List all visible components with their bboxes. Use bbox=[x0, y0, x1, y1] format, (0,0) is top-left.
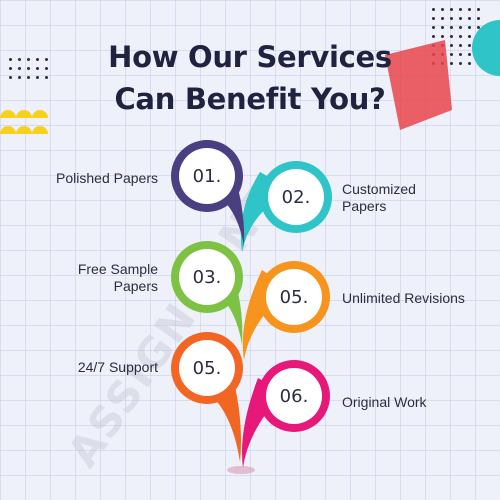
pin-number-06: 06. bbox=[280, 386, 309, 407]
teal-circle-decor bbox=[472, 20, 500, 76]
label-original-work: Original Work bbox=[342, 394, 427, 410]
label-unlimited-revisions: Unlimited Revisions bbox=[342, 290, 465, 306]
pin-number-05: 05. bbox=[193, 358, 222, 379]
page-title: How Our Services Can Benefit You? bbox=[0, 36, 500, 120]
pin-03 bbox=[171, 241, 243, 313]
label-24-7-support: 24/7 Support bbox=[77, 359, 158, 375]
pin-number-02: 02. bbox=[282, 187, 311, 208]
stem-shadow bbox=[227, 466, 255, 474]
pin-01 bbox=[171, 140, 243, 212]
dot-pattern-top-left bbox=[9, 58, 48, 79]
label-customized-papers: Customized Papers bbox=[342, 181, 416, 214]
label-polished-papers: Polished Papers bbox=[56, 170, 158, 186]
pin-number-03: 03. bbox=[193, 267, 222, 288]
title-line-1: How Our Services bbox=[108, 40, 392, 74]
pin-06 bbox=[258, 360, 330, 432]
yellow-scallop-decor bbox=[0, 110, 48, 134]
pin-04 bbox=[258, 261, 330, 333]
pin-number-01: 01. bbox=[193, 166, 222, 187]
logo-mark bbox=[385, 40, 452, 130]
label-free-sample-papers: Free Sample Papers bbox=[77, 261, 158, 294]
title-line-2: Can Benefit You? bbox=[114, 82, 386, 116]
pin-02 bbox=[260, 161, 332, 233]
pin-05 bbox=[171, 332, 243, 404]
pin-number-04: 05. bbox=[280, 287, 309, 308]
